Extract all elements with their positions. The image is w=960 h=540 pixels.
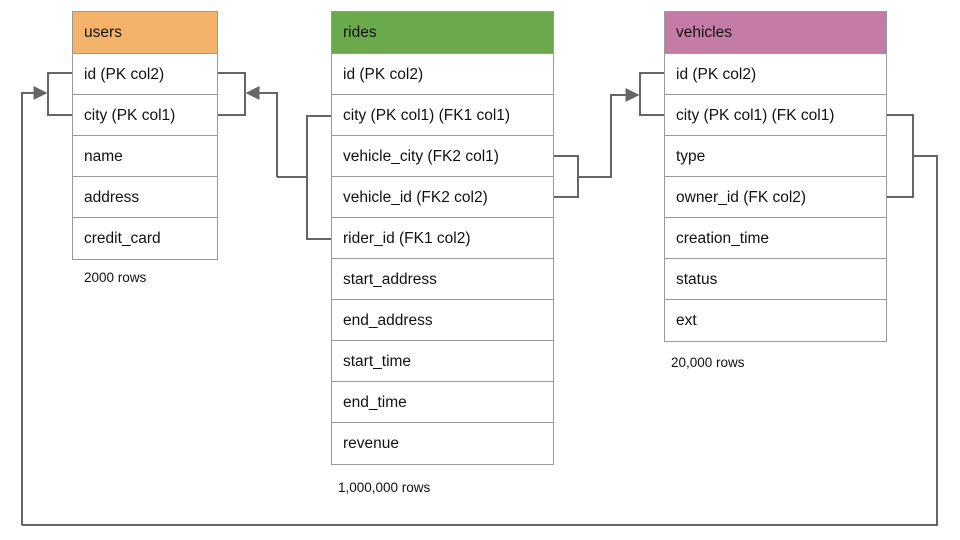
table-users[interactable]: users id (PK col2) city (PK col1) name a… [72,11,218,260]
table-vehicles-column-city[interactable]: city (PK col1) (FK col1) [665,95,886,136]
edge-vehicles-to-users [21,86,48,525]
table-vehicles-row-count: 20,000 rows [671,355,745,370]
table-vehicles-column-ext[interactable]: ext [665,300,886,341]
table-rides-column-id[interactable]: id (PK col2) [332,54,553,95]
table-rides-column-start-time[interactable]: start_time [332,341,553,382]
edge-users-left-bracket [47,72,72,116]
table-vehicles-column-id[interactable]: id (PK col2) [665,54,886,95]
table-users-row-count: 2000 rows [84,270,147,285]
table-rides-column-vehicle-id[interactable]: vehicle_id (FK2 col2) [332,177,553,218]
table-users-column-city[interactable]: city (PK col1) [73,95,217,136]
table-vehicles-column-type[interactable]: type [665,136,886,177]
table-rides-row-count: 1,000,000 rows [338,480,431,495]
edge-rides-fk2-bracket [554,155,579,198]
table-rides-column-revenue[interactable]: revenue [332,423,553,464]
table-users-column-address[interactable]: address [73,177,217,218]
table-vehicles-column-owner-id[interactable]: owner_id (FK col2) [665,177,886,218]
table-rides-column-city[interactable]: city (PK col1) (FK1 col1) [332,95,553,136]
edge-vehicles-fk-bracket [887,114,914,198]
table-vehicles-column-creation-time[interactable]: creation_time [665,218,886,259]
table-rides-column-end-address[interactable]: end_address [332,300,553,341]
edge-rides-to-users [245,86,278,177]
table-vehicles-header: vehicles [665,12,886,54]
edge-vehicles-left-bracket [639,72,664,116]
edge-rides-fk1-bracket [306,115,331,240]
table-vehicles[interactable]: vehicles id (PK col2) city (PK col1) (FK… [664,11,887,342]
table-users-column-credit-card[interactable]: credit_card [73,218,217,259]
table-users-header: users [73,12,217,54]
table-vehicles-column-status[interactable]: status [665,259,886,300]
table-rides[interactable]: rides id (PK col2) city (PK col1) (FK1 c… [331,11,554,465]
table-rides-column-end-time[interactable]: end_time [332,382,553,423]
table-users-column-name[interactable]: name [73,136,217,177]
edge-rides-to-vehicles [578,88,640,178]
edge-users-right-bracket [218,72,246,116]
table-rides-column-rider-id[interactable]: rider_id (FK1 col2) [332,218,553,259]
table-rides-column-start-address[interactable]: start_address [332,259,553,300]
table-users-column-id[interactable]: id (PK col2) [73,54,217,95]
table-rides-column-vehicle-city[interactable]: vehicle_city (FK2 col1) [332,136,553,177]
table-rides-header: rides [332,12,553,54]
